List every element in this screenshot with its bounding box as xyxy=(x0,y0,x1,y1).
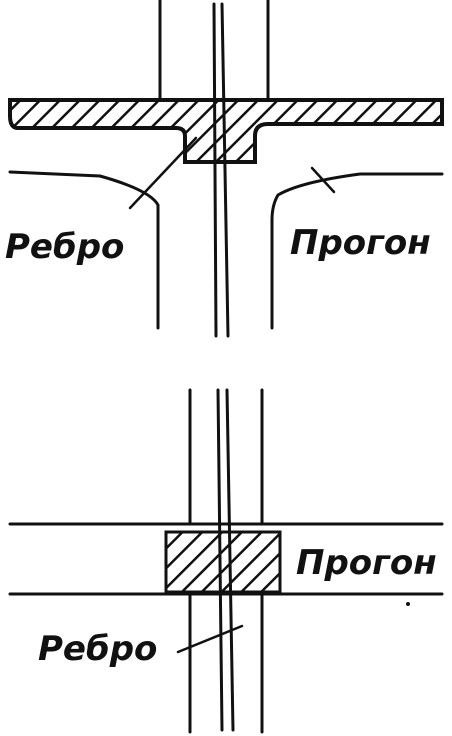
rib-outline-left xyxy=(8,170,160,330)
bottom-rod-left-line xyxy=(216,388,224,732)
top-view: Ребро Прогон xyxy=(5,0,444,338)
leader-line-rib-bottom xyxy=(176,624,244,654)
leader-line-rib xyxy=(128,136,198,210)
central-rod-left-line xyxy=(212,2,218,338)
leader-tick-purlin xyxy=(310,166,336,194)
bottom-rod-right-line xyxy=(225,388,235,732)
label-purlin-top: Прогон xyxy=(290,223,431,263)
label-rib-top: Ребро xyxy=(5,227,124,267)
bottom-view: Прогон Ребро xyxy=(8,388,444,734)
purlin-outline-right xyxy=(270,172,444,330)
central-rod-right-line xyxy=(220,2,230,338)
hatched-slab xyxy=(8,98,444,164)
speck-dot xyxy=(406,602,410,606)
label-rib-bottom: Ребро xyxy=(38,629,157,669)
label-purlin-bottom: Прогон xyxy=(296,543,437,583)
hatched-block xyxy=(164,530,282,594)
